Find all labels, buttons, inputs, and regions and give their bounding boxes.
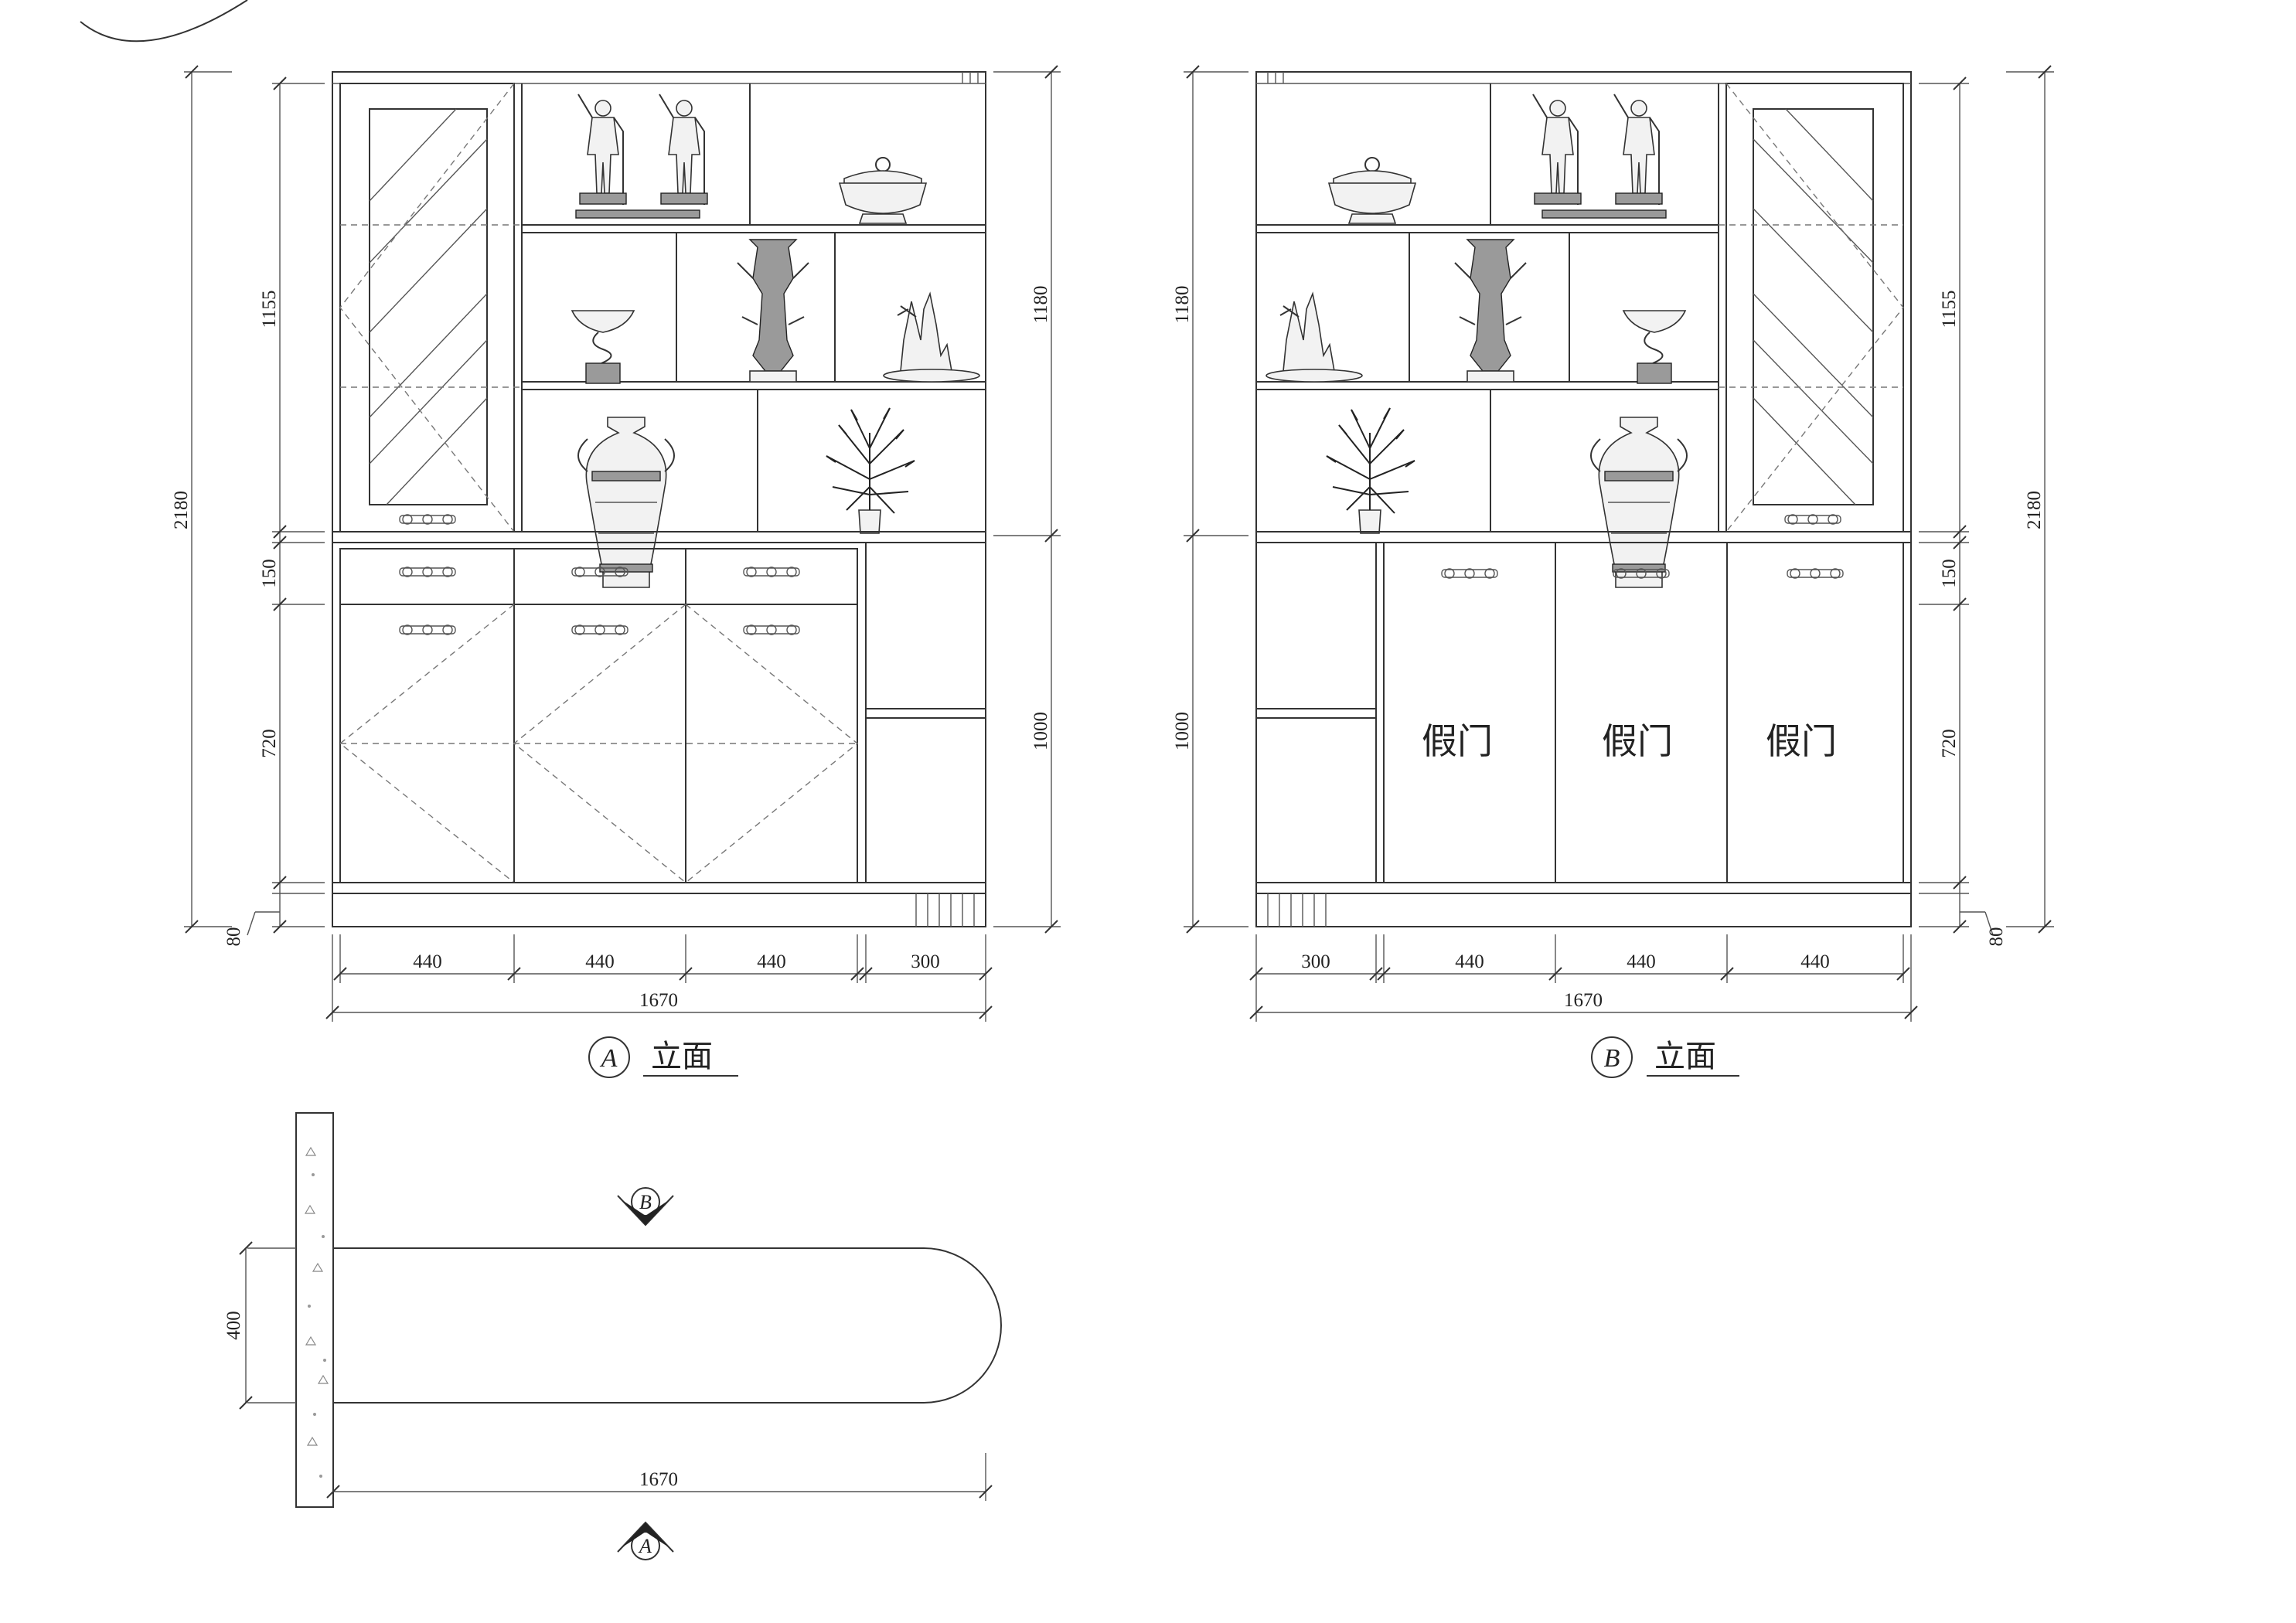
- fake-door-label-3: 假门: [1766, 720, 1837, 762]
- plan-view: 400 1670 B A: [223, 1112, 1002, 1560]
- dim-a-width-1: 440: [413, 951, 442, 972]
- dim-b-drawer-height: 150: [1939, 559, 1960, 588]
- dim-b-lower-height: 720: [1939, 729, 1960, 758]
- dim-a-upper-height: 1155: [259, 290, 280, 328]
- elevation-b-title: 立面: [1654, 1039, 1716, 1074]
- elevation-b-marker: B: [1604, 1044, 1620, 1073]
- dim-a-base-height: 80: [223, 927, 244, 947]
- dim-a-total-height: 2180: [171, 491, 192, 529]
- dim-b-width-2: 440: [1455, 951, 1484, 972]
- dim-b-total-height: 2180: [2024, 491, 2045, 529]
- dim-a-width-2: 440: [585, 951, 615, 972]
- dim-b-left-lower: 1000: [1172, 712, 1193, 750]
- dim-a-lower-height: 720: [259, 729, 280, 758]
- dim-a-right-upper: 1180: [1030, 285, 1051, 323]
- dim-a-right-lower: 1000: [1030, 712, 1051, 750]
- elevation-a: 2180 1155 150 720 80 1180 1000 440 440 4…: [171, 65, 1061, 1078]
- dim-b-width-1: 300: [1301, 951, 1330, 972]
- dim-b-base-height: 80: [1986, 927, 2007, 947]
- plan-depth-dim: 400: [223, 1311, 244, 1340]
- dim-a-width-4: 300: [911, 951, 940, 972]
- dim-a-total-width: 1670: [639, 990, 678, 1011]
- section-marker-a-label: A: [638, 1535, 652, 1557]
- dim-b-left-upper: 1180: [1172, 285, 1193, 323]
- elevation-a-marker: A: [600, 1044, 618, 1073]
- dim-b-width-3: 440: [1627, 951, 1656, 972]
- fake-door-label-1: 假门: [1422, 720, 1493, 762]
- elevation-a-title: 立面: [651, 1039, 713, 1074]
- dim-b-upper-height: 1155: [1939, 290, 1960, 328]
- plan-length-dim: 1670: [639, 1469, 678, 1490]
- dim-b-total-width: 1670: [1564, 990, 1603, 1011]
- section-marker-b-label: B: [639, 1191, 652, 1213]
- dim-b-width-4: 440: [1800, 951, 1830, 972]
- dim-a-width-3: 440: [757, 951, 786, 972]
- border-arc: [80, 0, 248, 43]
- elevation-b: 假门 假门 假门 1180 1000: [1172, 65, 2054, 1078]
- dim-a-drawer-height: 150: [259, 559, 280, 588]
- fake-door-label-2: 假门: [1602, 720, 1673, 762]
